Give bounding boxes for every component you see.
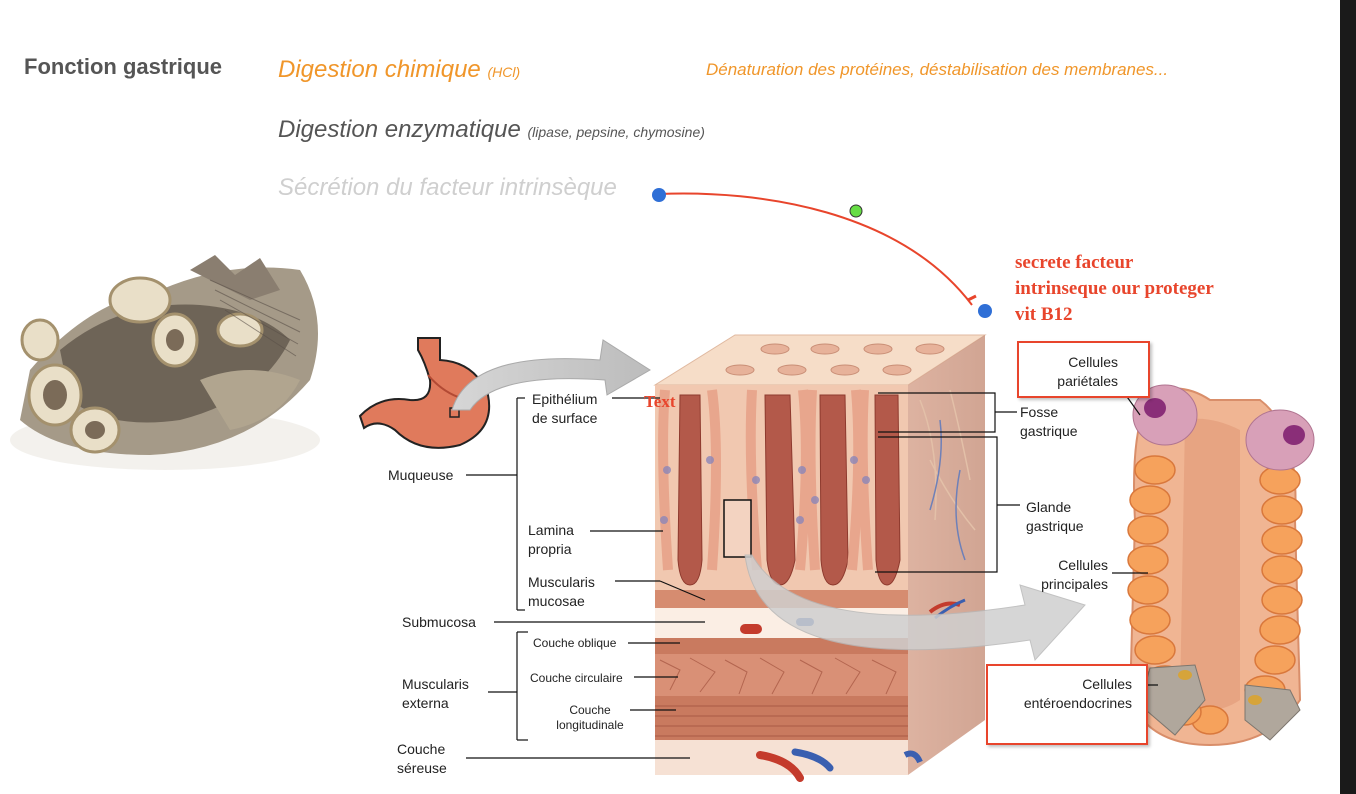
zoom-box (723, 499, 752, 558)
label-cellules-principales: Cellules principales (1028, 556, 1108, 594)
parietal-cell (1132, 384, 1315, 471)
enteroendocrine-cell (1139, 664, 1301, 741)
annotation-line: secrete facteur (1015, 252, 1134, 273)
box-cellules-enteroendocrines[interactable]: Cellules entéroendocrines (986, 664, 1148, 745)
label-couche-sereuse: Couche séreuse (397, 740, 447, 778)
label-line: externa (402, 695, 449, 711)
label-line: gastrique (1020, 423, 1078, 439)
label-muqueuse: Muqueuse (388, 467, 454, 483)
window-edge (1340, 0, 1356, 794)
label-line: Fosse (1020, 404, 1059, 420)
label-couche-circulaire: Couche circulaire (530, 671, 623, 685)
label-line: Cellules (1068, 354, 1118, 370)
connector-mid-handle[interactable] (849, 204, 863, 218)
label-couche-longitudinale: Couche longitudinale (552, 703, 628, 733)
label-line: Muscularis (528, 574, 595, 590)
label-line: propria (528, 541, 572, 557)
label-cellules-enteroendocrines: Cellules entéroendocrines (988, 666, 1146, 713)
slide-title: Fonction gastrique (24, 54, 222, 79)
label-epithelium: Epithélium de surface (532, 390, 597, 428)
label-line: principales (1041, 576, 1108, 592)
label-line: séreuse (397, 760, 447, 776)
label-line: Muscularis (402, 676, 469, 692)
item-main: Digestion chimique (278, 56, 481, 83)
connector-end-handle[interactable] (978, 304, 992, 318)
label-line: Epithélium (532, 391, 598, 407)
connector-arrow[interactable] (652, 188, 992, 318)
annotation-line: intrinseque our proteger (1015, 278, 1214, 299)
connector-start-handle[interactable] (652, 188, 666, 202)
label-submucosa: Submucosa (402, 614, 476, 630)
label-line: de surface (532, 410, 598, 426)
label-cellules-parietales: Cellules pariétales (1019, 343, 1148, 391)
label-line: longitudinale (556, 718, 624, 732)
item1-note: Dénaturation des protéines, déstabilisat… (706, 60, 1169, 79)
enlarged-gland (1127, 384, 1315, 747)
label-muscularis-mucosae: Muscularis mucosae (528, 573, 595, 611)
stray-textbox[interactable]: Text (644, 392, 676, 411)
label-fosse-gastrique: Fosse gastrique (1020, 403, 1078, 441)
item-main: Digestion enzymatique (278, 116, 521, 143)
item-sub: (HCl) (487, 64, 521, 80)
item-sub: (lipase, pepsine, chymosine) (527, 124, 705, 140)
label-muscularis-externa: Muscularis externa (402, 675, 469, 713)
label-glande-gastrique: Glande gastrique (1026, 498, 1084, 536)
label-line: Glande (1026, 499, 1072, 515)
label-line: Couche (397, 741, 446, 757)
label-lamina: Lamina propria (528, 521, 574, 559)
item-digestion-enzymatique: Digestion enzymatique (lipase, pepsine, … (278, 116, 705, 144)
label-line: gastrique (1026, 518, 1084, 534)
tissue-block (653, 334, 987, 782)
item-secretion-facteur: Sécrétion du facteur intrinsèque (278, 174, 617, 201)
tripe-photo (10, 255, 320, 470)
label-line: mucosae (528, 593, 585, 609)
label-line: Cellules (1082, 676, 1132, 692)
annotation-b12: secrete facteur intrinseque our proteger… (1015, 250, 1214, 328)
label-couche-oblique: Couche oblique (533, 636, 617, 650)
annotation-line: vit B12 (1015, 304, 1073, 325)
label-line: pariétales (1057, 373, 1118, 389)
box-cellules-parietales[interactable]: Cellules pariétales (1017, 341, 1150, 398)
label-line: Lamina (528, 522, 574, 538)
gastric-glands (658, 389, 901, 586)
item-digestion-chimique: Digestion chimique (HCl) (278, 56, 520, 84)
label-line: entéroendocrines (1023, 695, 1132, 711)
label-line: Cellules (1058, 557, 1108, 573)
zoom-arrow (451, 339, 651, 411)
label-line: Couche (569, 703, 611, 717)
magnify-arrow (744, 554, 1086, 662)
